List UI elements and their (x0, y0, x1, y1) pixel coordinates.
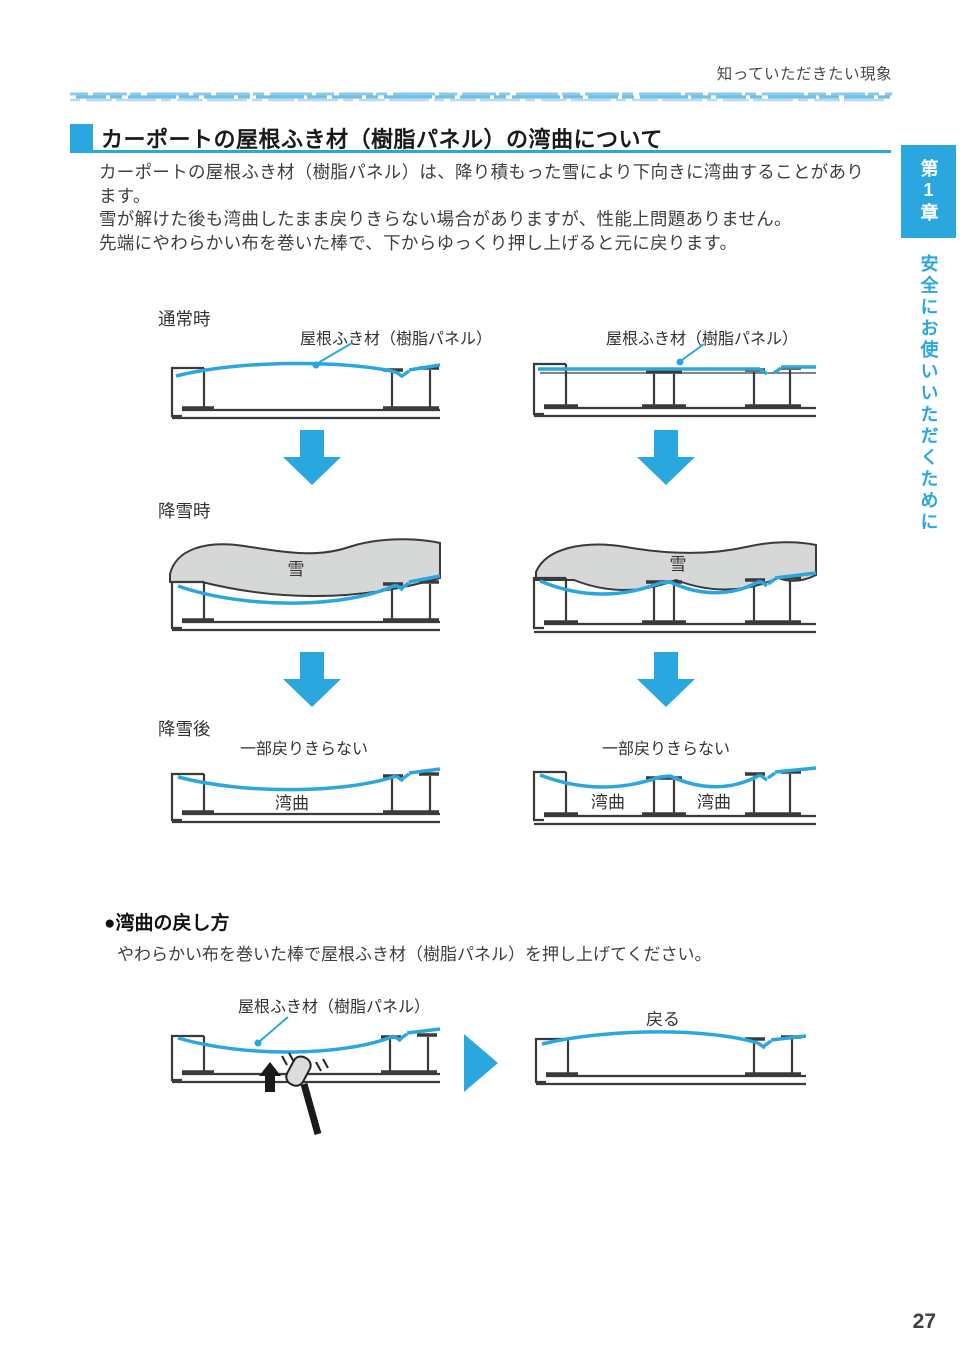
bend-label: 湾曲 (697, 793, 731, 812)
sidebar-section-label: 安全にお使いいただくために (918, 254, 939, 534)
chapter-label: 第1章 (918, 159, 939, 224)
diagram-normal-arched (170, 361, 441, 420)
diagram-snow-arched: 雪 (169, 538, 441, 632)
motion-marks (281, 1052, 329, 1072)
push-up-arrow-icon (259, 1062, 281, 1092)
section-body: カーポートの屋根ふき材（樹脂パネル）は、降り積もった雪により下向きに湾曲すること… (99, 161, 864, 255)
bend-label: 湾曲 (275, 794, 309, 813)
snow-label: 雪 (670, 555, 687, 574)
fix-body: やわらかい布を巻いた棒で屋根ふき材（樹脂パネル）を押し上げてください。 (117, 945, 712, 964)
cloth-tip (285, 1055, 312, 1087)
body-line: ます。 (99, 185, 151, 206)
sidebar-section-tab: 安全にお使いいただくために (901, 254, 956, 554)
panel-callout-left: 屋根ふき材（樹脂パネル） (300, 331, 493, 348)
diagram-fix-push-up (170, 1027, 441, 1135)
body-line: 先端にやわらかい布を巻いた棒で、下からゆっくり押し上げると元に戻ります。 (99, 232, 738, 253)
right-arrow-icon (464, 1034, 498, 1092)
diagram-after-bent: 湾曲 (170, 767, 441, 824)
down-arrow-icon (637, 430, 695, 485)
title-underline (70, 150, 891, 153)
stage-normal-label: 通常時 (158, 309, 211, 329)
down-arrow-icon (283, 430, 341, 485)
chapter-tab: 第1章 (901, 145, 956, 238)
diagram-after-bent-double: 湾曲 湾曲 (532, 766, 817, 826)
diagram-snow-flat: 雪 (532, 541, 817, 634)
diagram-fix-restored (534, 1030, 807, 1086)
section-title: カーポートの屋根ふき材（樹脂パネル）の湾曲について (101, 127, 663, 152)
stage-snowfall-label: 降雪時 (158, 501, 211, 521)
partial-return-label: 一部戻りきらない (602, 741, 731, 758)
diagram-normal-flat (532, 362, 816, 418)
down-arrow-icon (637, 652, 695, 707)
body-line: カーポートの屋根ふき材（樹脂パネル）は、降り積もった雪により下向きに湾曲すること… (99, 162, 865, 182)
pole (300, 1083, 322, 1135)
page-header-note: 知っていただきたい現象 (716, 66, 892, 83)
return-label: 戻る (646, 1010, 680, 1029)
bend-label: 湾曲 (591, 793, 625, 812)
snow-label: 雪 (288, 560, 305, 579)
callout-leader-line (254, 1016, 289, 1047)
body-line: 雪が解けた後も湾曲したまま戻りきらない場合がありますが、性能上問題ありません。 (99, 209, 792, 229)
page-number: 27 (912, 1310, 936, 1333)
down-arrow-icon (283, 652, 341, 707)
brush-divider (70, 92, 892, 102)
section-marker (70, 124, 93, 151)
panel-callout-bottom: 屋根ふき材（樹脂パネル） (238, 999, 431, 1016)
stage-after-label: 降雪後 (158, 719, 211, 739)
panel-callout-right: 屋根ふき材（樹脂パネル） (606, 331, 799, 348)
fix-heading: ●湾曲の戻し方 (104, 913, 230, 934)
callout-leader-line (676, 343, 705, 366)
partial-return-label: 一部戻りきらない (240, 741, 369, 758)
